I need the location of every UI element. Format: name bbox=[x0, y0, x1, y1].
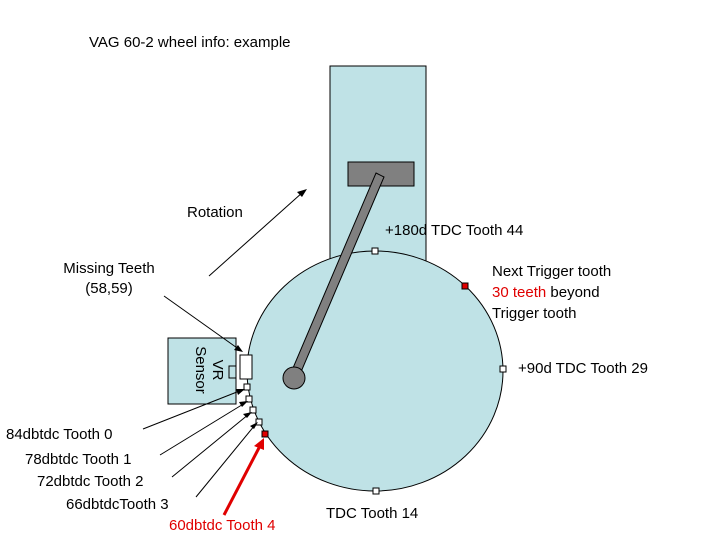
vr-sensor-label: VR Sensor bbox=[162, 346, 226, 394]
tooth-29-label: +90d TDC Tooth 29 bbox=[518, 360, 648, 377]
vr-sensor-line2: Sensor bbox=[192, 346, 209, 394]
rotation-arrow bbox=[208, 189, 307, 277]
tooth-label-2: 72dbtdc Tooth 2 bbox=[37, 473, 144, 490]
next-trigger-line1: Next Trigger tooth bbox=[492, 263, 612, 280]
tooth-label-4: 60dbtdc Tooth 4 bbox=[169, 517, 276, 534]
tooth-0 bbox=[243, 383, 251, 391]
tooth-14 bbox=[372, 487, 380, 495]
tooth-label-1: 78dbtdc Tooth 1 bbox=[25, 451, 132, 468]
tooth-3 bbox=[255, 418, 263, 426]
missing-teeth-label: Missing Teeth (58,59) bbox=[48, 259, 170, 299]
next-trigger-line2: 30 teeth beyond bbox=[492, 282, 611, 303]
tooth-0-pointer bbox=[142, 389, 245, 430]
missing-teeth-line2: (58,59) bbox=[85, 280, 133, 297]
next-trigger-beyond: beyond bbox=[546, 284, 600, 301]
tooth-4-pointer bbox=[222, 438, 264, 516]
diagram-title: VAG 60-2 wheel info: example bbox=[89, 34, 291, 51]
next-trigger-red-text: 30 teeth bbox=[492, 284, 547, 301]
missing-teeth-line1: Missing Teeth bbox=[63, 260, 155, 277]
missing-teeth-marker bbox=[239, 354, 253, 380]
tooth-44-label: +180d TDC Tooth 44 bbox=[385, 222, 524, 239]
tooth-14-label: TDC Tooth 14 bbox=[326, 505, 419, 522]
rotation-label: Rotation bbox=[187, 204, 243, 221]
tooth-3-pointer bbox=[195, 422, 258, 498]
vr-sensor-tip bbox=[228, 365, 237, 379]
tooth-1-pointer bbox=[159, 401, 248, 456]
missing-teeth-pointer bbox=[163, 295, 243, 352]
next-trigger-tooth bbox=[461, 282, 469, 290]
vr-sensor-line1: VR bbox=[209, 359, 226, 381]
tooth-1 bbox=[245, 395, 253, 403]
tooth-44 bbox=[371, 247, 379, 255]
tooth-2 bbox=[249, 406, 257, 414]
crank-pin bbox=[282, 366, 306, 390]
next-trigger-label: Next Trigger tooth 30 teeth beyond Trigg… bbox=[492, 261, 611, 324]
tooth-label-0: 84dbtdc Tooth 0 bbox=[6, 426, 113, 443]
tooth-29 bbox=[499, 365, 507, 373]
next-trigger-line3: Trigger tooth bbox=[492, 305, 577, 322]
tooth-4 bbox=[261, 430, 269, 438]
tooth-2-pointer bbox=[171, 412, 252, 478]
tooth-label-3: 66dbtdcTooth 3 bbox=[66, 496, 169, 513]
